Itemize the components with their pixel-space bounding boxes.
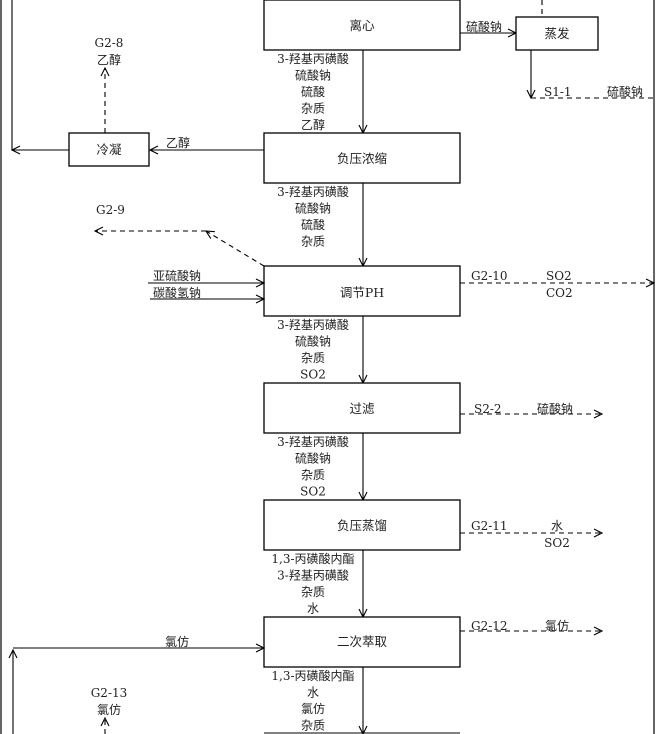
label-g2-9-code: G2-9	[96, 203, 125, 217]
box-evaporation-label: 蒸发	[544, 26, 570, 41]
label-input-chloroform: 氯仿	[165, 635, 189, 649]
composition-item: 3-羟基丙磺酸	[277, 184, 349, 199]
label-g2-13-code: G2-13	[91, 686, 128, 700]
composition-item: 杂质	[301, 468, 325, 482]
box-vacuum-distillation-label: 负压蒸馏	[337, 518, 387, 533]
box-vacuum-distillation: 负压蒸馏	[263, 499, 461, 551]
label-s1-1-substance: 硫酸钠	[607, 84, 643, 99]
arrow-g2-9-diagonal	[206, 231, 265, 267]
composition-item: 硫酸	[301, 217, 325, 232]
box-filtration-label: 过滤	[349, 401, 375, 416]
box-evaporation: 蒸发	[515, 16, 599, 51]
box-ph-adjust: 调节PH	[263, 265, 461, 317]
composition-item: 硫酸钠	[295, 334, 331, 349]
composition-item: 水	[307, 686, 319, 700]
box-vacuum-concentration-label: 负压浓缩	[337, 151, 387, 166]
box-secondary-extraction: 二次萃取	[263, 616, 461, 668]
composition-item: SO2	[300, 368, 326, 382]
label-g2-11-water: 水	[551, 519, 563, 533]
composition-item: 3-羟基丙磺酸	[277, 51, 349, 66]
box-condensation-label: 冷凝	[96, 142, 122, 157]
box-centrifuge: 离心	[263, 0, 461, 51]
label-concentration-to-condensation: 乙醇	[166, 135, 190, 150]
composition-item: 杂质	[301, 351, 325, 365]
label-g2-10-so2: SO2	[546, 269, 572, 283]
box-centrifuge-label: 离心	[349, 18, 375, 33]
label-centrifuge-to-evaporation: 硫酸钠	[466, 19, 502, 34]
label-g2-11-code: G2-11	[471, 519, 508, 533]
composition-item: 硫酸钠	[295, 451, 331, 466]
composition-item: 3-羟基丙磺酸	[277, 317, 349, 332]
composition-item: 硫酸	[301, 84, 325, 99]
box-ph-adjust-label: 调节PH	[340, 285, 384, 300]
composition-item: 杂质	[301, 235, 325, 249]
label-g2-10-code: G2-10	[471, 269, 508, 283]
box-filtration: 过滤	[263, 382, 461, 434]
label-input-sodium-bicarbonate: 碳酸氢钠	[153, 285, 201, 300]
label-g2-12-substance: 氯仿	[545, 619, 569, 633]
composition-item: 杂质	[301, 719, 325, 733]
composition-item: SO2	[300, 485, 326, 499]
label-s1-1-code: S1-1	[544, 85, 572, 99]
composition-item: 杂质	[301, 585, 325, 599]
box-condensation: 冷凝	[68, 132, 150, 167]
label-g2-8-substance: 乙醇	[97, 52, 121, 67]
box-secondary-extraction-label: 二次萃取	[337, 634, 388, 649]
composition-item: 1,3-丙磺酸内酯	[271, 551, 354, 566]
box-vacuum-concentration: 负压浓缩	[263, 132, 461, 184]
label-input-sodium-sulfite: 亚硫酸钠	[153, 268, 201, 283]
label-s2-2-substance: 硫酸钠	[537, 401, 573, 416]
composition-item: 杂质	[301, 102, 325, 116]
label-g2-13-substance: 氯仿	[97, 703, 121, 717]
label-g2-10-co2: CO2	[546, 286, 573, 300]
composition-item: 硫酸钠	[295, 68, 331, 83]
composition-item: 3-羟基丙磺酸	[277, 434, 349, 449]
label-s2-2-code: S2-2	[474, 402, 502, 416]
composition-item: 乙醇	[301, 117, 325, 132]
composition-item: 1,3-丙磺酸内酯	[271, 668, 354, 683]
label-g2-11-so2: SO2	[544, 536, 570, 550]
composition-item: 氯仿	[301, 702, 325, 716]
composition-item: 硫酸钠	[295, 201, 331, 216]
label-g2-8-code: G2-8	[95, 36, 124, 50]
composition-item: 水	[307, 602, 319, 616]
label-g2-12-code: G2-12	[471, 619, 508, 633]
composition-item: 3-羟基丙磺酸	[277, 568, 349, 583]
